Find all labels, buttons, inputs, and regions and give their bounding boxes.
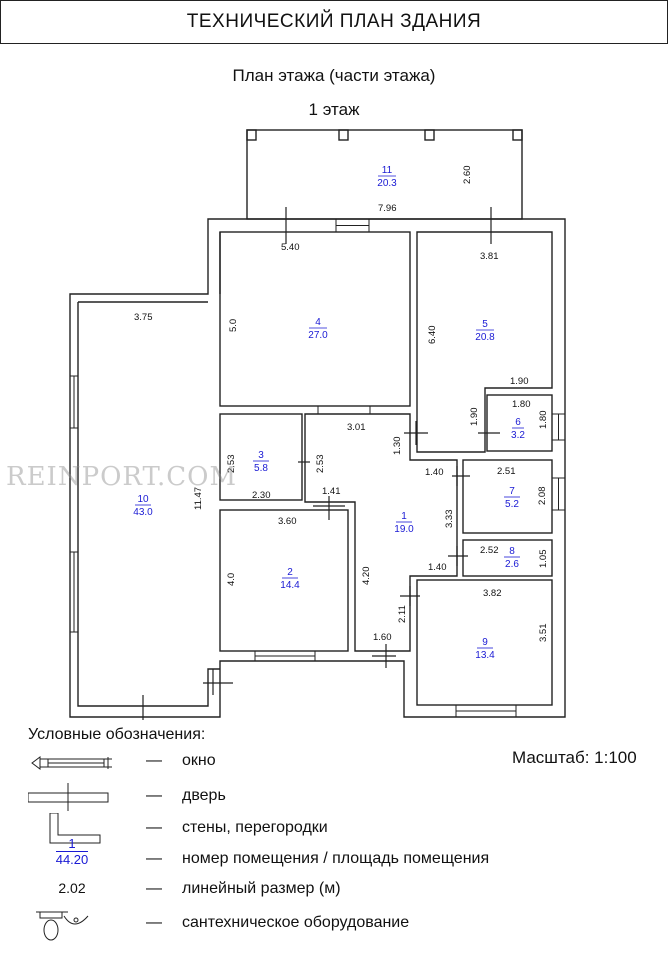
legend-title: Условные обозначения:	[28, 726, 206, 743]
room-number: 6	[515, 417, 521, 428]
legend-label: стены, перегородки	[182, 819, 328, 836]
legend-item-plumbing: — сантехническое оборудование	[0, 911, 668, 942]
title-frame	[0, 0, 668, 44]
room-number: 8	[509, 546, 515, 557]
dim-label: 4.20	[361, 567, 372, 586]
dim-label: 4.0	[226, 573, 237, 586]
dim-label: 2.51	[497, 466, 516, 477]
dim-label: 1.30	[392, 437, 403, 456]
dim-label: 1.80	[538, 411, 549, 430]
room-area: 20.3	[377, 178, 397, 189]
dim-label: 5.40	[281, 242, 300, 253]
room-area: 3.2	[511, 430, 525, 441]
room-number: 5	[482, 319, 488, 330]
plumbing-symbol-icon	[36, 911, 89, 941]
room-area: 5.8	[254, 463, 268, 474]
document-title: ТЕХНИЧЕСКИЙ ПЛАН ЗДАНИЯ	[186, 11, 482, 32]
legend-dash: —	[146, 787, 162, 804]
legend-item-dimension: 2.02 — линейный размер (м)	[0, 880, 668, 908]
sample-room-area: 44.20	[55, 852, 89, 867]
dim-label: 3.81	[480, 251, 499, 262]
room-number: 4	[315, 317, 321, 328]
room-area: 2.6	[505, 559, 519, 570]
room-number: 7	[509, 486, 515, 497]
legend-label: дверь	[182, 787, 226, 804]
dim-label: 1.60	[373, 632, 392, 643]
legend-item-room-number: 1 44.20 — номер помещения / площадь поме…	[0, 836, 668, 878]
legend-item-door: — дверь	[0, 783, 668, 815]
room-number-sample: 1 44.20	[44, 836, 100, 867]
dim-label: 5.0	[228, 319, 239, 332]
doors	[142, 207, 500, 720]
room-area: 27.0	[308, 330, 328, 341]
dim-label: 3.01	[347, 422, 366, 433]
room-area: 13.4	[475, 650, 495, 661]
walls	[69, 129, 566, 718]
room-number: 10	[137, 494, 149, 505]
legend-label: сантехническое оборудование	[182, 914, 410, 931]
dim-label: 3.51	[538, 624, 549, 643]
dim-label: 7.96	[378, 203, 397, 214]
dim-label: 2.52	[480, 545, 499, 556]
legend-item-window: — окно	[0, 752, 668, 780]
floor-plan: 7.96 2.60 5.40 3.81 3.75 5.0 6.40 11.47 …	[69, 129, 566, 720]
dim-label: 11.47	[193, 487, 204, 510]
dim-label: 1.80	[512, 399, 531, 410]
dim-label: 3.75	[134, 312, 153, 323]
dim-label: 3.33	[444, 510, 455, 529]
floor-label: 1 этаж	[308, 100, 360, 119]
watermark: REINPORT.COM	[6, 462, 238, 492]
window-symbol-icon	[31, 756, 112, 770]
dim-label: 3.82	[483, 588, 502, 599]
dim-label: 2.11	[397, 605, 408, 623]
legend-dash: —	[146, 880, 162, 897]
dim-label: 6.40	[427, 326, 438, 345]
room-numbers: 11 20.3 4 27.0 5 20.8 6 3.2 3 5.8 10 43.…	[133, 165, 525, 661]
room-area: 43.0	[133, 507, 153, 518]
dim-label: 1.40	[425, 467, 444, 478]
room-number: 9	[482, 637, 488, 648]
dim-label: 2.60	[462, 166, 473, 185]
dim-label: 2.30	[252, 490, 271, 501]
room-area: 19.0	[394, 524, 414, 535]
dimension-labels: 7.96 2.60 5.40 3.81 3.75 5.0 6.40 11.47 …	[134, 166, 549, 644]
room-number: 3	[258, 450, 264, 461]
legend-label: номер помещения / площадь помещения	[182, 850, 490, 867]
dim-label: 1.40	[428, 562, 447, 573]
room-number: 2	[287, 567, 293, 578]
dim-label: 2.53	[315, 455, 326, 474]
dim-label: 1.05	[538, 550, 549, 569]
scale-label: Масштаб: 1:100	[512, 748, 637, 767]
door-symbol-icon	[28, 783, 109, 811]
room-area: 14.4	[280, 580, 300, 591]
plan-subtitle: План этажа (части этажа)	[232, 66, 436, 85]
legend-label: линейный размер (м)	[182, 880, 341, 897]
legend-dash: —	[146, 752, 162, 769]
room-number: 11	[382, 165, 393, 176]
sample-room-number: 1	[56, 836, 88, 852]
room-area: 5.2	[505, 499, 519, 510]
dim-label: 2.53	[226, 455, 237, 474]
room-labels	[135, 175, 524, 649]
wall-symbol-icon	[49, 813, 101, 844]
room-number: 1	[401, 511, 407, 522]
dim-label: 1.90	[469, 408, 480, 427]
dim-label: 2.08	[537, 487, 548, 506]
sample-dimension: 2.02	[58, 880, 86, 896]
dim-label: 1.41	[322, 486, 341, 497]
legend-dash: —	[146, 914, 162, 931]
legend-dash: —	[146, 819, 162, 836]
windows	[69, 218, 566, 718]
legend-label: окно	[182, 752, 216, 769]
legend-dash: —	[146, 850, 162, 867]
legend-item-walls: — стены, перегородки	[0, 813, 668, 847]
dim-label: 1.90	[510, 376, 529, 387]
room-area: 20.8	[475, 332, 495, 343]
dim-label: 3.60	[278, 516, 297, 527]
